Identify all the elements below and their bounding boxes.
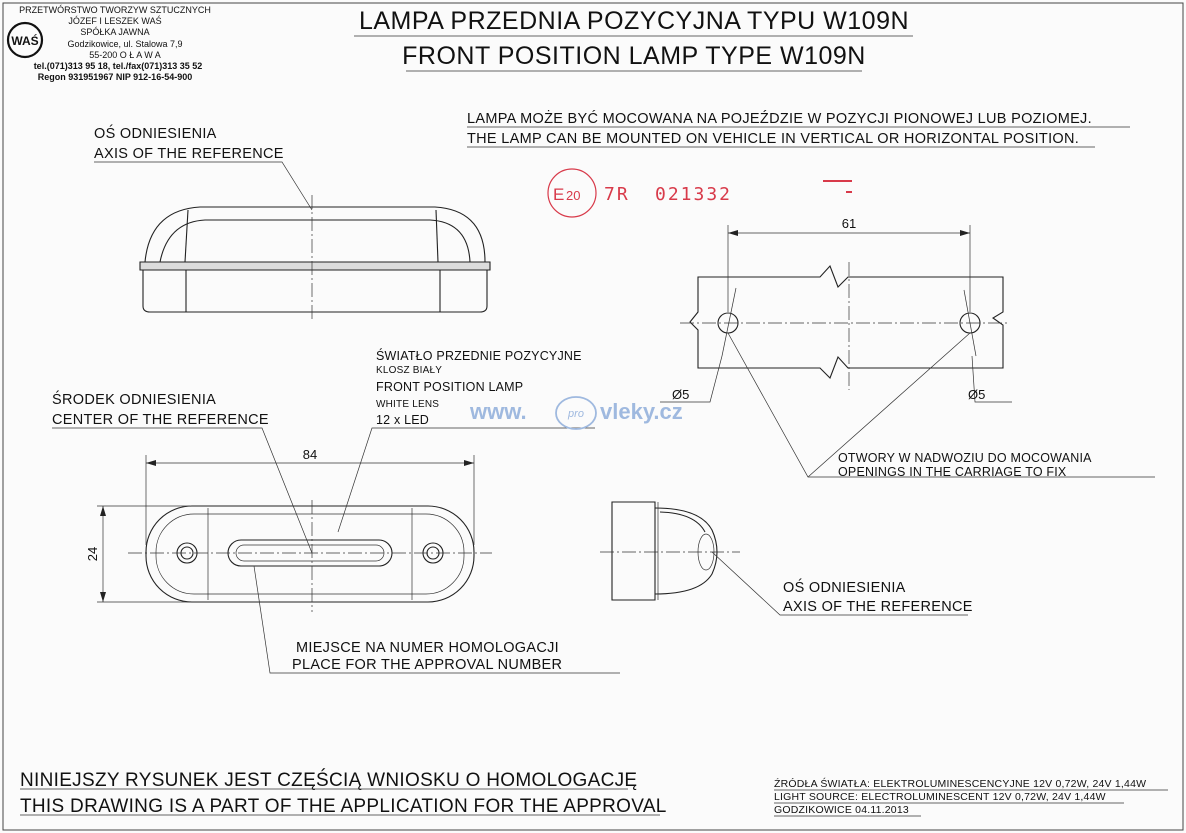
leader-approval-place xyxy=(253,565,620,674)
watermark-badge: pro xyxy=(567,408,584,420)
watermark-badge-ring xyxy=(555,396,597,430)
dimension-hole-dia-right: Ø5 xyxy=(968,387,985,402)
mounting-note-polish: LAMPA MOŻE BYĆ MOCOWANA NA POJEŹDZIE W P… xyxy=(467,109,1092,127)
approval-stamp: E 20 7R 021332 xyxy=(547,168,852,218)
approval-country-number: 20 xyxy=(566,188,580,203)
label-led-count: 12 x LED xyxy=(376,413,429,427)
leader-axis-top xyxy=(94,161,313,211)
company-logo: WAŚ xyxy=(6,21,44,59)
leader-light xyxy=(337,427,595,533)
label-holes-english: OPENINGS IN THE CARRIAGE TO FIX xyxy=(838,465,1067,479)
title-english: FRONT POSITION LAMP TYPE W109N xyxy=(402,42,866,70)
approval-mark-e: E xyxy=(553,185,564,204)
logo-text: WAŚ xyxy=(11,33,38,48)
label-light-english: FRONT POSITION LAMP xyxy=(376,380,523,394)
dimension-length-value: 84 xyxy=(303,447,317,462)
label-approval-place-english: PLACE FOR THE APPROVAL NUMBER xyxy=(292,657,562,673)
label-approval-place-polish: MIEJSCE NA NUMER HOMOLOGACJI xyxy=(296,640,559,656)
label-center-reference-polish: ŚRODEK ODNIESIENIA xyxy=(52,390,216,408)
label-lens-english: WHITE LENS xyxy=(376,399,439,410)
company-street: Godzikowice, ul. Stalowa 7,9 xyxy=(67,39,182,49)
footer-light-source-polish: ŹRÓDŁA ŚWIATŁA: ELEKTROLUMINESCENCYJNE 1… xyxy=(774,777,1146,790)
label-light-polish: ŚWIATŁO PRZEDNIE POZYCYJNE xyxy=(376,348,582,363)
mounting-holes-view: 61 Ø5 Ø5 xyxy=(660,216,1155,478)
approval-number: 021332 xyxy=(655,184,732,205)
watermark-prefix: www. xyxy=(469,399,527,424)
title-polish: LAMPA PRZEDNIA POZYCYJNA TYPU W109N xyxy=(359,7,909,35)
dimension-height: 24 xyxy=(85,505,190,603)
label-axis-reference-side-polish: OŚ ODNIESIENIA xyxy=(783,578,906,596)
lamp-top-view xyxy=(139,195,491,322)
approval-circle xyxy=(547,168,597,218)
leader-center xyxy=(52,427,313,554)
company-form: SPÓŁKA JAWNA xyxy=(80,27,149,37)
dimension-hole-spacing: 61 xyxy=(842,216,856,231)
label-axis-reference-top-polish: OŚ ODNIESIENIA xyxy=(94,124,217,142)
company-phone: tel.(071)313 95 18, tel./fax(071)313 35 … xyxy=(34,61,203,71)
company-owners: JÓZEF I LESZEK WAŚ xyxy=(68,15,161,26)
company-registry: Regon 931951967 NIP 912-16-54-900 xyxy=(38,72,192,82)
label-center-reference-english: CENTER OF THE REFERENCE xyxy=(52,412,269,428)
dimension-hole-dia-left: Ø5 xyxy=(672,387,689,402)
lamp-front-view xyxy=(128,500,492,612)
label-axis-reference-side-english: AXIS OF THE REFERENCE xyxy=(783,599,973,615)
footer-light-source-english: LIGHT SOURCE: ELECTROLUMINESCENT 12V 0,7… xyxy=(774,791,1106,803)
footer-statement-polish: NINIEJSZY RYSUNEK JEST CZĘŚCIĄ WNIOSKU O… xyxy=(20,769,637,791)
label-axis-reference-top-english: AXIS OF THE REFERENCE xyxy=(94,146,284,162)
label-holes-polish: OTWORY W NADWOZIU DO MOCOWANIA xyxy=(838,451,1092,465)
label-lens-polish: KLOSZ BIAŁY xyxy=(376,365,442,376)
footer-statement-english: THIS DRAWING IS A PART OF THE APPLICATIO… xyxy=(20,796,667,817)
approval-regulation-code: 7R xyxy=(604,184,630,205)
leader-axis-side xyxy=(711,551,968,616)
watermark: www. pro vleky.cz xyxy=(469,396,683,430)
dimension-height-value: 24 xyxy=(85,547,100,561)
lamp-side-view xyxy=(600,501,740,601)
company-city: 55-200 O Ł A W A xyxy=(89,50,161,60)
footer-date-place: GODZIKOWICE 04.11.2013 xyxy=(774,804,909,816)
mounting-note-english: THE LAMP CAN BE MOUNTED ON VEHICLE IN VE… xyxy=(467,131,1079,147)
company-name: PRZETWÓRSTWO TWORZYW SZTUCZNYCH xyxy=(19,5,211,15)
watermark-suffix: vleky.cz xyxy=(600,399,683,424)
dimension-length: 84 xyxy=(145,447,475,545)
